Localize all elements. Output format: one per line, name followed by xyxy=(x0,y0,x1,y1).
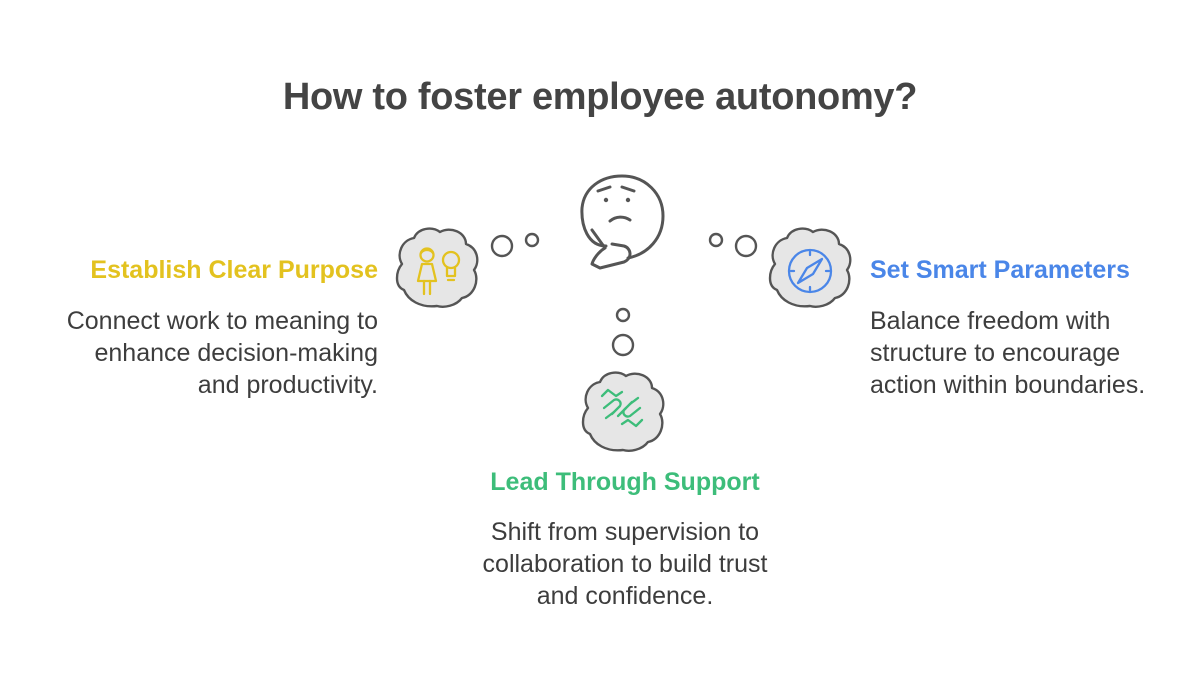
support-heading: Lead Through Support xyxy=(490,468,760,496)
parameters-heading: Set Smart Parameters xyxy=(870,256,1130,284)
page-title: How to foster employee autonomy? xyxy=(282,76,918,118)
support-line: Shift from supervision to xyxy=(490,518,760,546)
support-description: Shift from supervision to collaboration … xyxy=(300,516,950,612)
compass-icon xyxy=(787,248,833,294)
handshake-icon xyxy=(600,388,644,428)
purpose-line: and productivity. xyxy=(197,371,378,399)
thought-dots xyxy=(490,232,758,357)
purpose-line: Connect work to meaning to xyxy=(66,307,378,335)
parameters-line: Balance freedom with xyxy=(870,307,1111,335)
purpose-heading: Establish Clear Purpose xyxy=(90,256,378,284)
support-line: collaboration to build trust xyxy=(482,550,768,578)
purpose-description: Connect work to meaning to enhance decis… xyxy=(67,305,378,401)
purpose-line: enhance decision-making xyxy=(94,339,378,367)
parameters-bubble xyxy=(768,227,852,308)
parameters-line: action within boundaries. xyxy=(870,371,1146,399)
parameters-description: Balance freedom with structure to encour… xyxy=(870,305,1145,401)
person-lightbulb-icon xyxy=(416,247,461,296)
parameters-line: structure to encourage xyxy=(870,339,1121,367)
support-line: and confidence. xyxy=(536,582,714,610)
support-bubble xyxy=(581,371,665,452)
purpose-bubble xyxy=(395,227,479,308)
thinking-face-icon xyxy=(580,174,665,270)
